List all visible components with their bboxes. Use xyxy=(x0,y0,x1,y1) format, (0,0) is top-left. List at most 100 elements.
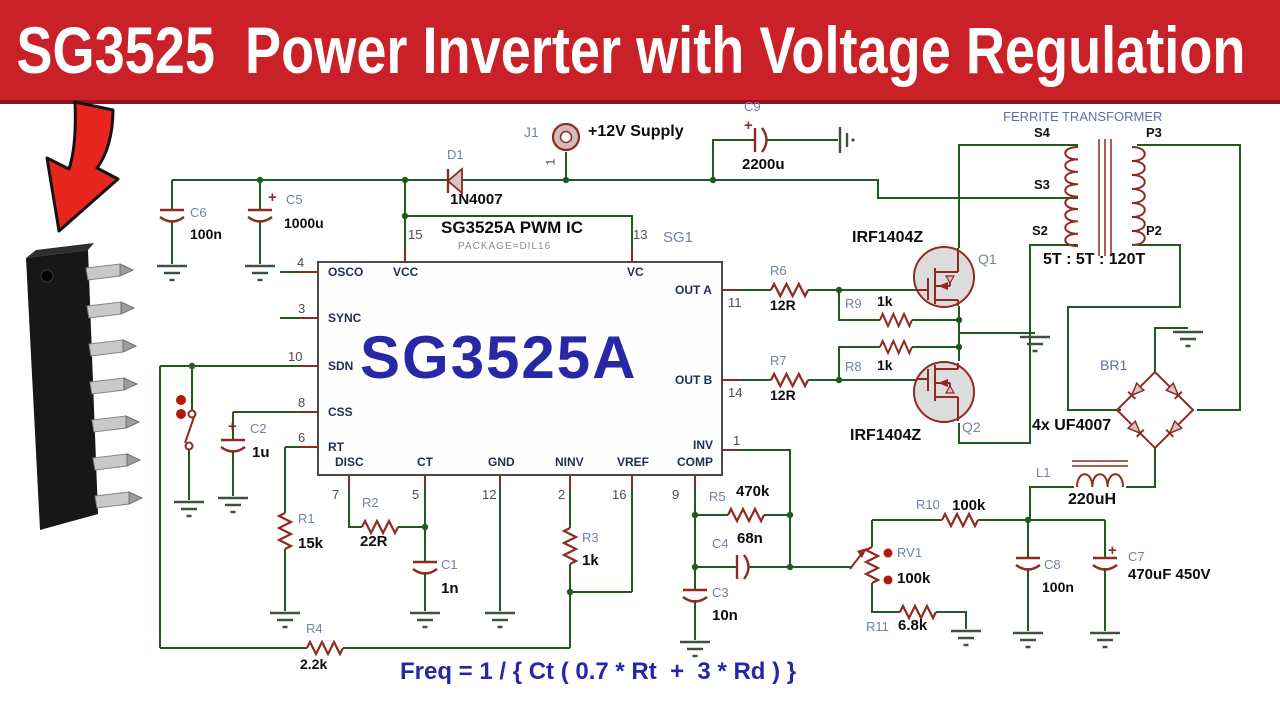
label-pin8-num: 8 xyxy=(298,395,306,410)
resistor-r4-symbol xyxy=(305,640,345,656)
resistor-r2-symbol xyxy=(360,519,400,535)
label-pin5-num: 5 xyxy=(412,487,420,502)
label-ic-bigname: SG3525A xyxy=(360,324,638,391)
capacitor-c2-symbol xyxy=(219,438,247,453)
label-p3: P3 xyxy=(1146,125,1162,140)
label-p2: P2 xyxy=(1146,223,1162,238)
ground-icon xyxy=(1018,335,1052,353)
ground-icon xyxy=(268,611,302,629)
label-c7-plus: + xyxy=(1108,542,1117,559)
label-pin11-num: 11 xyxy=(728,295,742,310)
capacitor-c5-symbol xyxy=(246,208,274,223)
label-s4: S4 xyxy=(1034,125,1050,140)
resistor-r10-symbol xyxy=(940,512,980,528)
label-r11-ref: R11 xyxy=(866,619,889,634)
shutdown-switch-symbol xyxy=(176,395,197,451)
label-pin-vc: VC xyxy=(627,265,644,279)
label-pin-outb: OUT B xyxy=(675,373,713,387)
label-j1-ref: J1 xyxy=(524,124,539,140)
label-c2-value: 1u xyxy=(252,444,270,461)
resistor-r7-symbol xyxy=(769,372,810,388)
label-j1-pin: 1 xyxy=(543,158,558,166)
label-pin-sdn: SDN xyxy=(328,359,354,373)
label-pin13-num: 13 xyxy=(633,227,648,242)
label-r11-value: 6.8k xyxy=(898,617,928,634)
label-q2-ref: Q2 xyxy=(962,419,981,435)
capacitor-c7-symbol xyxy=(1091,556,1119,571)
label-c6-value: 100n xyxy=(190,226,222,242)
title-banner: SG3525 Power Inverter with Voltage Regul… xyxy=(0,0,1280,104)
battery-terminal-icon xyxy=(838,127,855,153)
label-c4-value: 68n xyxy=(737,530,763,547)
junction-dots xyxy=(188,176,1032,596)
label-d1-ref: D1 xyxy=(447,147,464,162)
label-pin4-num: 4 xyxy=(297,255,305,270)
label-pin12-num: 12 xyxy=(482,487,497,502)
label-c1-ref: C1 xyxy=(441,557,458,572)
label-ic-package: PACKAGE=DIL16 xyxy=(458,241,552,252)
label-pin16-num: 16 xyxy=(612,487,627,502)
label-pin10-num: 10 xyxy=(288,349,303,364)
label-pin7-num: 7 xyxy=(332,487,340,502)
label-c6-ref: C6 xyxy=(190,205,207,220)
capacitor-c8-symbol xyxy=(1014,556,1042,571)
label-c2-ref: C2 xyxy=(250,421,267,436)
label-r2-ref: R2 xyxy=(362,495,379,510)
label-turns-ratio: 5T : 5T : 120T xyxy=(1043,251,1146,268)
label-br1-value: 4x UF4007 xyxy=(1032,417,1112,434)
label-pin3-num: 3 xyxy=(298,301,306,316)
label-r4-value: 2.2k xyxy=(300,656,328,672)
label-r10-value: 100k xyxy=(952,497,986,514)
label-pin2-num: 2 xyxy=(558,487,566,502)
label-d1-value: 1N4007 xyxy=(450,191,503,208)
label-r2-value: 22R xyxy=(360,533,388,550)
label-rv1-value: 100k xyxy=(897,570,931,587)
label-c8-ref: C8 xyxy=(1044,557,1061,572)
mosfet-q2-symbol xyxy=(913,361,975,423)
label-r7-value: 12R xyxy=(770,387,796,403)
ground-icon xyxy=(216,496,250,514)
connector-j1-symbol xyxy=(551,122,581,152)
capacitor-c4-symbol xyxy=(735,553,750,581)
label-pin-gnd: GND xyxy=(488,455,515,469)
label-pin6-num: 6 xyxy=(298,430,306,445)
capacitor-c6-symbol xyxy=(158,208,186,223)
label-r7-ref: R7 xyxy=(770,353,787,368)
ground-icon xyxy=(483,611,517,629)
label-c9-value: 2200u xyxy=(742,156,785,173)
resistor-r3-symbol xyxy=(562,526,578,566)
potentiometer-rv1-symbol xyxy=(864,545,880,585)
label-pin-ninv: NINV xyxy=(555,455,584,469)
label-q2-part: IRF1404Z xyxy=(850,427,922,444)
label-r4-ref: R4 xyxy=(306,621,323,636)
label-c9-plus: + xyxy=(744,117,753,134)
label-pin-vref: VREF xyxy=(617,455,650,469)
transformer-symbol xyxy=(1064,139,1146,256)
label-s3: S3 xyxy=(1034,177,1050,192)
diode-d1-symbol xyxy=(446,167,463,195)
ground-icon xyxy=(408,611,442,629)
label-r1-ref: R1 xyxy=(298,511,315,526)
label-ic-title: SG3525A PWM IC xyxy=(441,218,584,237)
resistor-r8-symbol xyxy=(878,339,914,355)
label-c5-ref: C5 xyxy=(286,192,303,207)
frequency-formula: Freq = 1 / { Ct ( 0.7 * Rt + 3 * Rd ) } xyxy=(400,658,797,685)
label-r3-value: 1k xyxy=(582,552,599,569)
label-pin-comp: COMP xyxy=(677,455,713,469)
label-c5-value: 1000u xyxy=(284,215,324,231)
label-q1-ref: Q1 xyxy=(978,251,997,267)
ic-body-box xyxy=(317,261,723,476)
label-l1-ref: L1 xyxy=(1036,465,1051,480)
label-c3-ref: C3 xyxy=(712,585,729,600)
label-pin1-num: 1 xyxy=(733,433,741,448)
label-q1-part: IRF1404Z xyxy=(852,229,924,246)
label-ic-designator: SG1 xyxy=(663,229,694,246)
ic-pin-stubs xyxy=(300,246,738,490)
label-rv1-ref: RV1 xyxy=(897,545,923,560)
label-r3-ref: R3 xyxy=(582,530,599,545)
label-c1-value: 1n xyxy=(441,580,459,597)
label-r9-value: 1k xyxy=(877,293,893,309)
label-pin15-num: 15 xyxy=(408,227,423,242)
resistor-r5-symbol xyxy=(726,507,766,523)
ground-icon xyxy=(1088,631,1122,649)
